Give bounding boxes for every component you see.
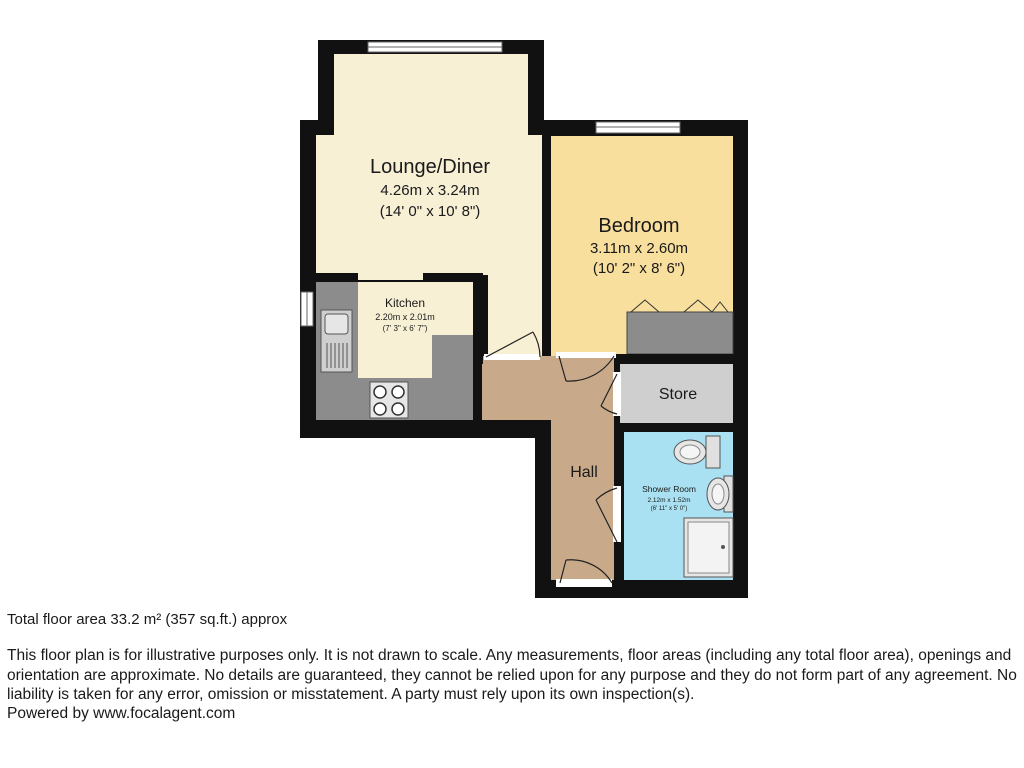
lounge-label: Lounge/Diner xyxy=(370,156,490,178)
shower-room-dims-imperial: (6' 11" x 5' 0") xyxy=(651,506,687,512)
hall-label: Hall xyxy=(570,464,598,481)
lounge-dims-imperial: (14' 0" x 10' 8") xyxy=(380,203,481,220)
window-lounge xyxy=(367,41,503,53)
kitchen-wall-left xyxy=(316,273,358,282)
disclaimer-text: This floor plan is for illustrative purp… xyxy=(7,647,1017,703)
shower-room-dims-metric: 2.12m x 1.52m xyxy=(648,497,691,504)
door-shower xyxy=(595,486,621,543)
wardrobe xyxy=(626,311,734,355)
lounge-diner-floor xyxy=(316,54,542,356)
kitchen-wall-right xyxy=(423,273,483,282)
kitchen-counter xyxy=(316,282,473,420)
kitchen-label: Kitchen xyxy=(385,296,425,310)
door-bedroom xyxy=(556,352,616,382)
door-store xyxy=(600,372,621,416)
door-entrance xyxy=(556,559,613,587)
basin-icon xyxy=(706,475,734,513)
store-label: Store xyxy=(659,386,697,403)
hall-floor-top xyxy=(483,356,614,364)
lounge-dims-metric: 4.26m x 3.24m xyxy=(380,182,479,199)
hob-icon xyxy=(369,381,409,419)
hall-floor xyxy=(482,364,614,580)
wardrobe-doors xyxy=(630,299,729,313)
bedroom-dims-metric: 3.11m x 2.60m xyxy=(590,240,688,257)
kitchen-wall-vertical xyxy=(473,273,483,420)
sink-icon xyxy=(320,309,353,373)
shower-room-label: Shower Room xyxy=(642,484,696,494)
total-floor-area: Total floor area 33.2 m² (357 sq.ft.) ap… xyxy=(7,611,288,628)
bedroom-dims-imperial: (10' 2" x 8' 6") xyxy=(593,260,685,277)
store-floor xyxy=(620,364,733,423)
toilet-icon xyxy=(673,435,721,469)
powered-by-text: Powered by www.focalagent.com xyxy=(7,705,236,722)
door-lounge xyxy=(484,331,541,360)
window-kitchen xyxy=(300,291,314,327)
kitchen-dims-metric: 2.20m x 2.01m xyxy=(375,312,435,322)
bedroom-store-wall xyxy=(614,354,748,364)
kitchen-dims-imperial: (7' 3" x 6' 7") xyxy=(383,324,428,333)
store-shower-wall xyxy=(614,423,748,432)
shower-tray-icon xyxy=(683,517,734,578)
bedroom-label: Bedroom xyxy=(598,215,679,237)
floor-plan: Lounge/Diner 4.26m x 3.24m (14' 0" x 10'… xyxy=(300,40,748,598)
window-bedroom xyxy=(595,121,681,134)
